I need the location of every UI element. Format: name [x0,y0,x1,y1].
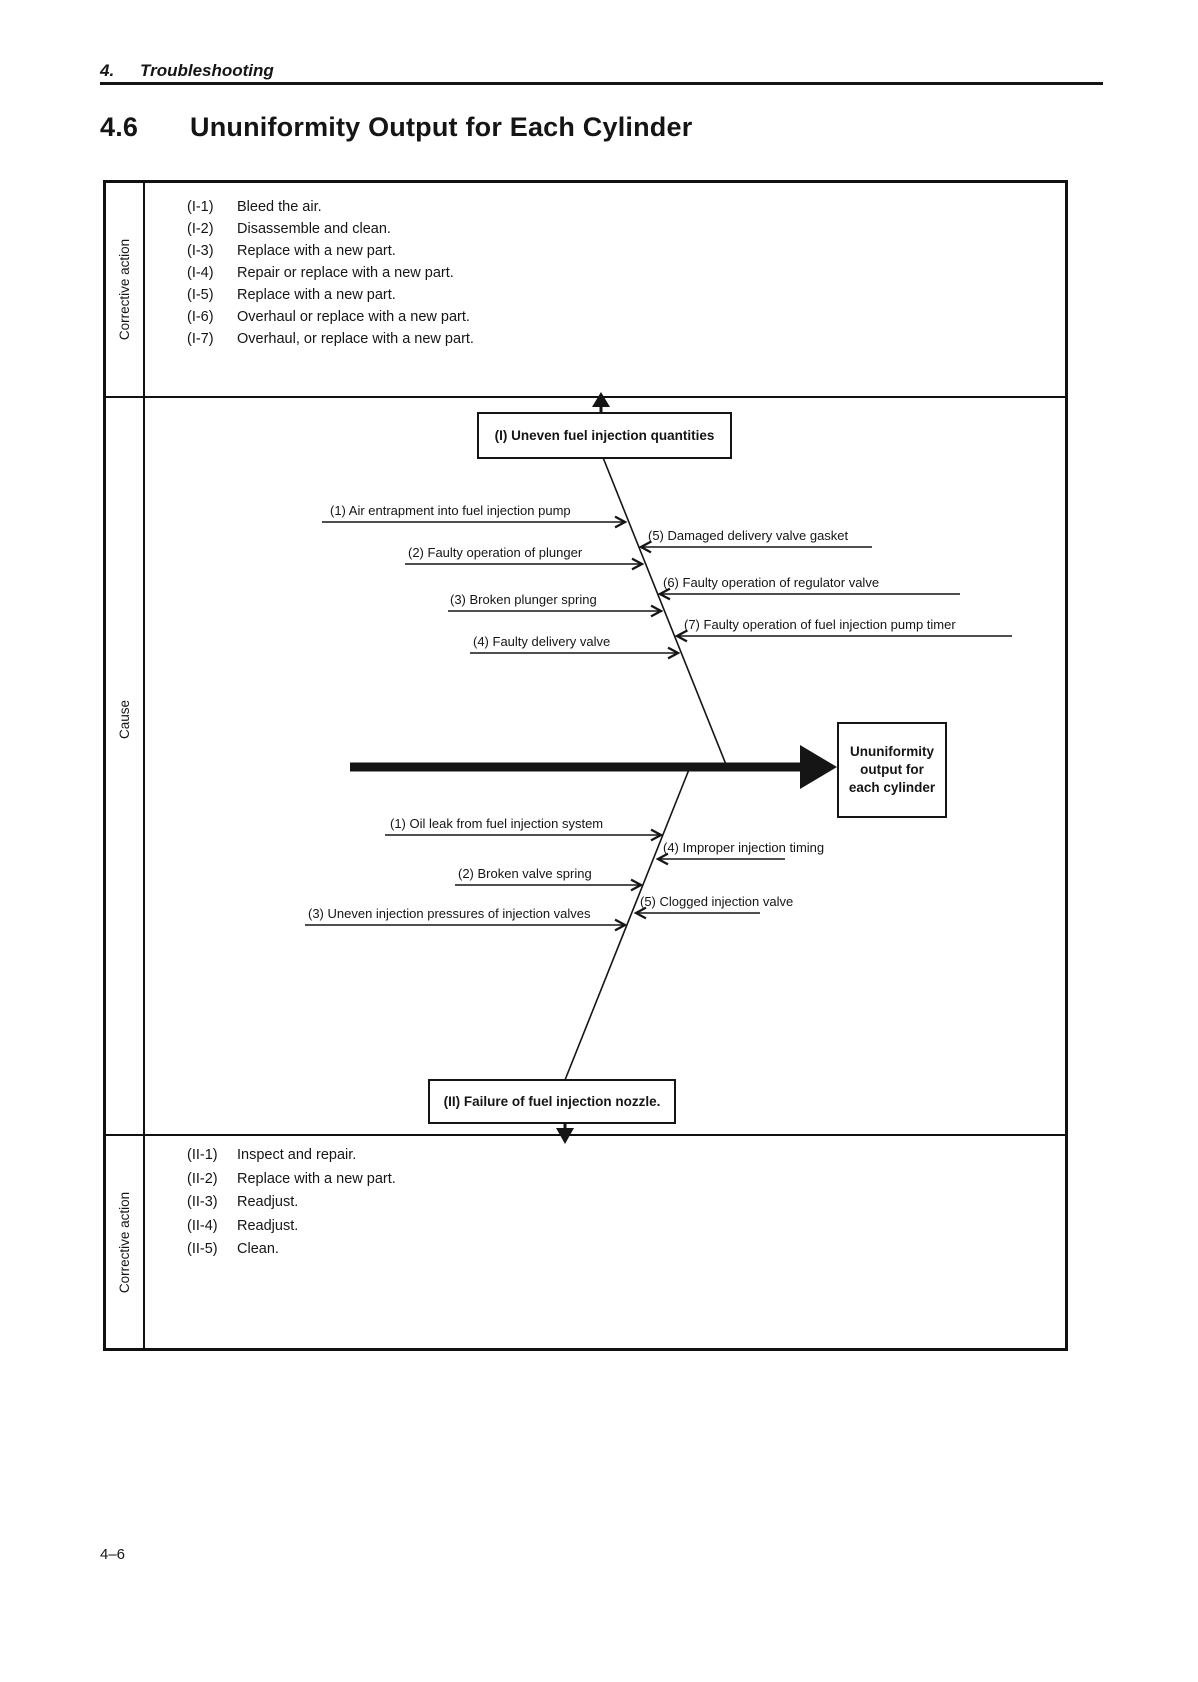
cause-label-lower-1: (1) Oil leak from fuel injection system [390,816,604,831]
list-item: (I-4) Repair or replace with a new part. [143,262,1065,284]
item-text: Overhaul, or replace with a new part. [237,331,474,347]
top-corrective-action-sidebar: Corrective action [106,183,145,396]
sidebar-label: Cause [117,699,132,739]
cause-section: Cause [106,398,1065,1136]
list-item: (II-4) Readjust. [143,1215,1065,1239]
item-id: (I-4) [187,265,214,281]
item-id: (II-2) [187,1170,218,1187]
item-id: (II-5) [187,1241,218,1257]
sidebar-label: Corrective action [117,238,133,341]
section-number: 4.6 [100,112,139,142]
item-text: Replace with a new part. [237,1170,396,1187]
list-item: (I-7) Overhaul, or replace with a new par… [143,328,1065,350]
chapter-heading: 4. Troubleshooting [100,61,274,81]
chapter-title: Troubleshooting [140,61,274,80]
sidebar-label: Corrective action [117,1191,133,1293]
item-text: Disassemble and clean. [237,221,391,237]
cause-label-lower-4: (4) Improper injection timing [663,840,825,855]
cause-label-lower-2: (2) Broken valve spring [458,866,592,881]
top-corrective-action-list: (I-1) Bleed the air. (I-2) Disassemble and… [143,183,1065,350]
effect-box: Ununiformity output for each cylinder [837,722,947,818]
bottom-corrective-action-section: Corrective action (II-1) Inspect and repa… [106,1136,1065,1348]
effect-line: each cylinder [848,780,936,795]
list-item: (II-5) Clean. [143,1238,1065,1262]
item-id: (I-5) [187,287,214,303]
list-item: (I-3) Replace with a new part. [143,240,1065,262]
cause-label-upper-2: (2) Faulty operation of plunger [408,545,583,560]
item-text: Repair or replace with a new part. [237,265,454,281]
page-number: 4–6 [100,1546,126,1563]
item-text: Clean. [237,1241,279,1257]
item-id: (I-1) [187,199,214,215]
cause-label-upper-7: (7) Faulty operation of fuel injection p… [684,617,956,632]
troubleshooting-table: Corrective action (I-1) Bleed the air. (I… [103,180,1068,1351]
group2-label: (II) Failure of fuel injection nozzle. [443,1094,661,1109]
section-heading: 4.6 Ununiformity Output for Each Cylinder [100,112,692,143]
cause-label-upper-1: (1) Air entrapment into fuel injection p… [330,503,571,518]
effect-line: output for [860,762,924,777]
cause-label-upper-4: (4) Faulty delivery valve [473,634,611,649]
list-item: (I-2) Disassemble and clean. [143,218,1065,240]
effect-line: Ununiformity [850,744,934,759]
list-item: (I-6) Overhaul or replace with a new part… [143,306,1065,328]
group2-box: (II) Failure of fuel injection nozzle. [428,1079,676,1124]
item-id: (I-7) [187,331,214,347]
list-item: (II-1) Inspect and repair. [143,1144,1065,1168]
item-id: (I-2) [187,221,214,237]
group1-box: (I) Uneven fuel injection quantities [477,412,732,459]
cause-label-lower-3: (3) Uneven injection pressures of inject… [308,906,591,921]
item-text: Replace with a new part. [237,287,396,303]
list-item: (II-2) Replace with a new part. [143,1168,1065,1192]
item-text: Bleed the air. [237,199,322,215]
group1-label: (I) Uneven fuel injection quantities [494,428,715,443]
cause-label-upper-5: (5) Damaged delivery valve gasket [648,528,849,543]
list-item: (I-5) Replace with a new part. [143,284,1065,306]
item-id: (II-4) [187,1217,218,1234]
page-title: Ununiformity Output for Each Cylinder [190,112,693,142]
item-id: (II-1) [187,1147,218,1163]
item-id: (I-6) [187,309,214,325]
item-text: Readjust. [237,1194,299,1210]
list-item: (II-3) Readjust. [143,1191,1065,1215]
bottom-corrective-action-list: (II-1) Inspect and repair. (II-2) Replace … [143,1136,1065,1262]
top-corrective-action-section: Corrective action (I-1) Bleed the air. (I… [106,183,1065,398]
list-item: (I-1) Bleed the air. [143,196,1065,218]
item-text: Inspect and repair. [237,1147,357,1163]
cause-label-upper-3: (3) Broken plunger spring [450,592,597,607]
cause-label-upper-6: (6) Faulty operation of regulator valve [663,575,880,590]
bottom-corrective-action-sidebar: Corrective action [106,1136,145,1348]
item-text: Replace with a new part. [237,243,396,259]
header-rule [100,82,1103,85]
cause-sidebar: Cause [106,398,145,1134]
item-id: (II-3) [187,1194,218,1210]
item-text: Overhaul or replace with a new part. [237,309,470,325]
chapter-number: 4. [100,61,115,80]
cause-label-lower-5: (5) Clogged injection valve [640,894,794,909]
item-text: Readjust. [237,1217,299,1234]
item-id: (I-3) [187,243,214,259]
